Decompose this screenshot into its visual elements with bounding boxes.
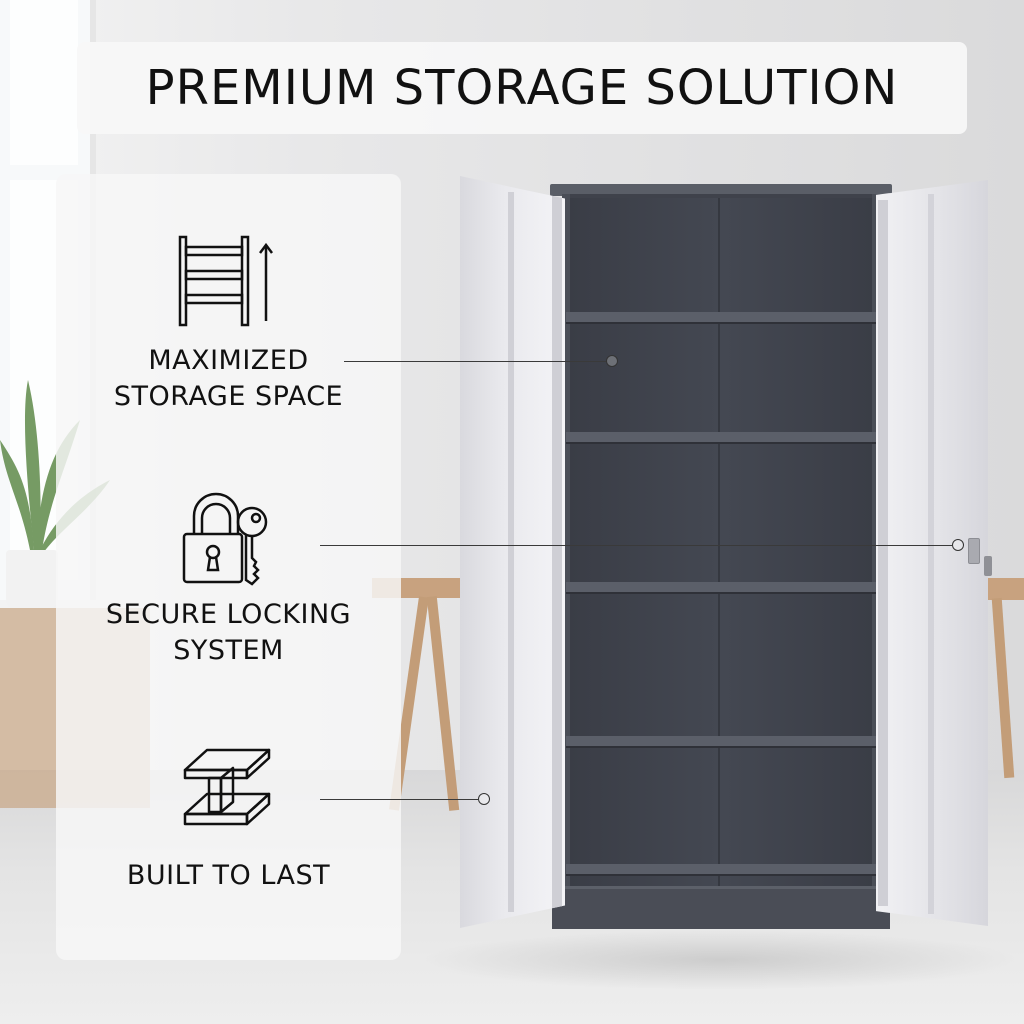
feature-line: BUILT TO LAST xyxy=(126,860,331,891)
storage-cabinet xyxy=(548,184,894,929)
window-pane xyxy=(10,0,78,165)
lock-key-icon xyxy=(182,492,268,586)
page-title: PREMIUM STORAGE SOLUTION xyxy=(145,60,899,116)
callout-dot-storage xyxy=(606,355,618,367)
feature-panel xyxy=(56,174,401,960)
title-banner: PREMIUM STORAGE SOLUTION xyxy=(77,42,967,134)
feature-line: SYSTEM xyxy=(173,635,284,666)
cabinet-top xyxy=(550,184,892,196)
steel-beam-icon xyxy=(183,748,271,826)
cabinet-shelf xyxy=(566,432,878,444)
cabinet-shelf xyxy=(566,312,878,324)
cabinet-shelf xyxy=(566,582,878,594)
callout-line-durability xyxy=(320,799,478,800)
shelf-height-icon xyxy=(178,235,273,327)
cabinet-shelf xyxy=(566,736,878,748)
callout-dot-durability xyxy=(478,793,490,805)
plant-pot xyxy=(6,550,58,610)
cabinet-back-panel xyxy=(568,198,874,888)
door-rib xyxy=(928,194,934,914)
door-edge xyxy=(552,196,562,908)
cabinet-lock xyxy=(968,538,980,564)
floor-shadow xyxy=(420,930,1020,990)
feature-line: MAXIMIZED xyxy=(148,345,309,376)
feature-label-durability: BUILT TO LAST xyxy=(56,858,401,894)
feature-label-storage: MAXIMIZED STORAGE SPACE xyxy=(56,343,401,415)
cabinet-seam xyxy=(718,198,720,888)
callout-line-locking xyxy=(320,545,952,546)
feature-line: STORAGE SPACE xyxy=(113,381,344,412)
callout-dot-locking xyxy=(952,539,964,551)
cabinet-shelf xyxy=(566,864,878,876)
cabinet-key xyxy=(984,556,992,576)
feature-label-locking: SECURE LOCKING SYSTEM xyxy=(56,597,401,669)
cabinet-door-left xyxy=(460,176,565,928)
door-edge xyxy=(878,200,888,906)
feature-line: SECURE LOCKING xyxy=(105,599,352,630)
callout-line-storage xyxy=(344,361,607,362)
cabinet-frame-left xyxy=(562,194,570,894)
door-rib xyxy=(508,192,514,912)
desk-right xyxy=(985,578,1024,600)
cabinet-base xyxy=(552,886,890,929)
